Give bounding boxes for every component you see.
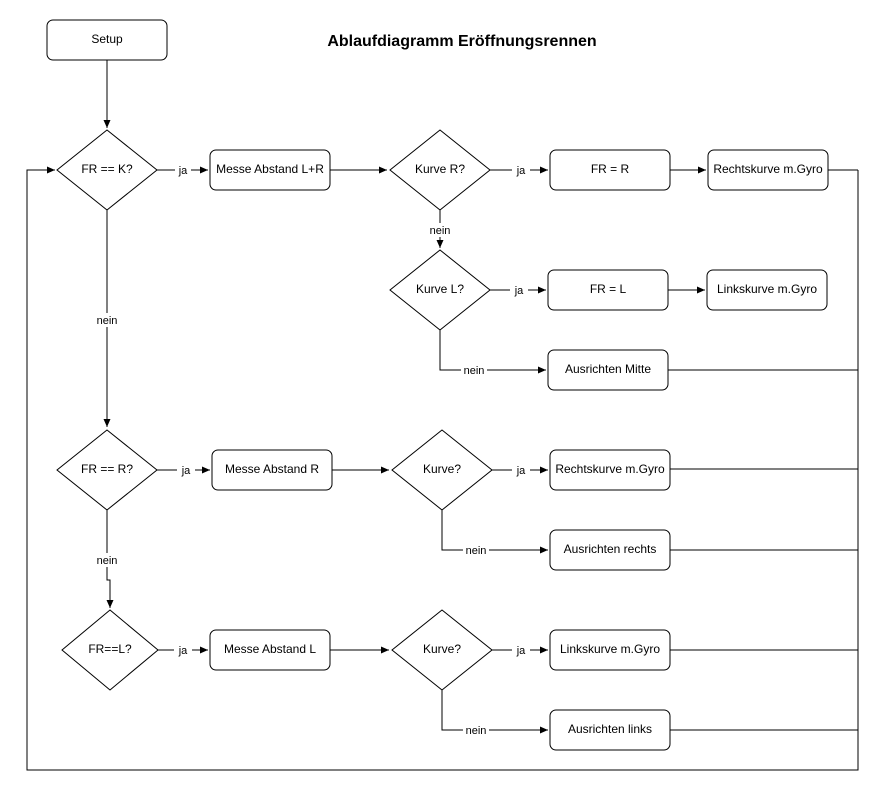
kurve-l-label: Kurve L? [416, 282, 464, 296]
rechtskurve-box [549, 449, 671, 491]
label-yes: ja [514, 285, 524, 297]
ausrichten-rechts-label: Ausrichten rechts [564, 542, 657, 556]
setup-node [46, 19, 168, 61]
node-labels: Setup FR == K? Messe Abstand L+R Kurve R… [81, 32, 823, 736]
ausrichten-links-label: Ausrichten links [568, 722, 652, 736]
ausrichten-rechts-box [549, 529, 671, 571]
kurve-r-decision [389, 129, 491, 211]
label-no: nein [466, 545, 487, 557]
ausrichten-links-box [549, 709, 671, 751]
fr-l-assign-label: FR = L [590, 282, 627, 296]
fr-r-assign-box [549, 149, 671, 191]
nodes [46, 19, 829, 751]
fr-r-assign-label: FR = R [591, 162, 630, 176]
fr-r-label: FR == R? [81, 462, 133, 476]
kurve-r-label: Kurve R? [415, 162, 465, 176]
rechtskurve-box [707, 149, 829, 191]
label-yes: ja [178, 645, 188, 657]
label-yes: ja [516, 465, 526, 477]
messe-abstand-l-box [209, 629, 331, 671]
edge-kurve-to-ausrichten-rechts [441, 510, 548, 554]
label-yes: ja [516, 165, 526, 177]
kurve-label: Kurve? [423, 642, 461, 656]
linkskurve-label: Linkskurve m.Gyro [560, 642, 660, 656]
linkskurve-box [706, 269, 828, 311]
ausrichten-mitte-label: Ausrichten Mitte [565, 362, 651, 376]
messe-abstand-r-label: Messe Abstand R [225, 462, 319, 476]
diagram-title: Ablaufdiagramm Eröffnungsrennen [327, 33, 596, 50]
fr-l-assign-box [547, 269, 669, 311]
kurve-label: Kurve? [423, 462, 461, 476]
messe-abstand-r-box [211, 449, 333, 491]
label-yes: ja [516, 645, 526, 657]
fr-k-label: FR == K? [81, 162, 133, 176]
setup-label: Setup [91, 32, 123, 46]
label-no: nein [466, 725, 487, 737]
fr-k-decision [56, 129, 158, 211]
fr-r-decision [56, 429, 158, 511]
label-no: nein [464, 365, 485, 377]
label-yes: ja [181, 465, 191, 477]
fr-l-decision [61, 609, 159, 691]
fr-l-label: FR==L? [88, 642, 132, 656]
kurve-decision [391, 609, 493, 691]
messe-abstand-lr-box [209, 149, 331, 191]
edge-kurve-l-to-ausrichten-mitte [439, 330, 546, 374]
linkskurve-box [549, 629, 671, 671]
edge-fr-r-to-fr-l [106, 510, 114, 608]
messe-abstand-lr-label: Messe Abstand L+R [216, 162, 324, 176]
edge-kurve-to-ausrichten-links [441, 690, 548, 734]
edge-loop-back-to-fr-k [26, 166, 859, 771]
label-no: nein [97, 315, 118, 327]
rechtskurve-label: Rechtskurve m.Gyro [713, 162, 823, 176]
rechtskurve-label: Rechtskurve m.Gyro [555, 462, 665, 476]
messe-abstand-l-label: Messe Abstand L [224, 642, 316, 656]
kurve-decision [391, 429, 493, 511]
label-no: nein [430, 225, 451, 237]
edge-labels: ja ja nein ja nein nein ja ja nein nein … [94, 163, 530, 737]
label-no: nein [97, 555, 118, 567]
kurve-l-decision [389, 249, 491, 331]
linkskurve-label: Linkskurve m.Gyro [717, 282, 817, 296]
ausrichten-mitte-box [547, 349, 669, 391]
label-yes: ja [178, 165, 188, 177]
